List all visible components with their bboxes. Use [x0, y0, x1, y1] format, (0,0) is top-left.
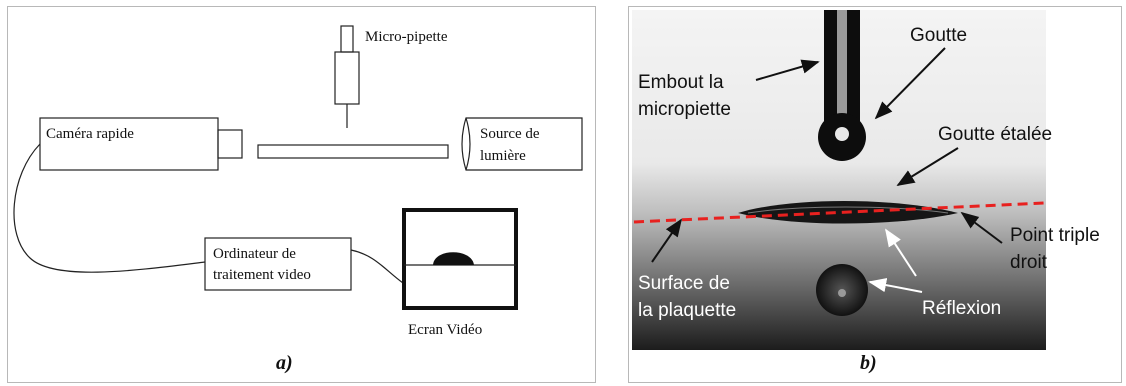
panel-b-photograph	[628, 6, 1122, 383]
micropipette	[334, 25, 360, 128]
video-screen	[402, 208, 518, 310]
panel-a-setup-schematic	[7, 6, 596, 383]
drop-highlight	[747, 206, 949, 214]
spread-drop-label: Goutte étalée	[938, 124, 1052, 145]
triple-point-label-1: Point triple	[1010, 225, 1100, 246]
tip-label-1: Embout la	[638, 72, 724, 93]
camera-label: Caméra rapide	[46, 126, 134, 142]
camera-cable	[13, 143, 206, 273]
tip-arrow	[755, 59, 820, 81]
computer-label-1: Ordinateur de	[213, 246, 296, 262]
computer-box	[204, 237, 352, 291]
panel-a-letter: a)	[276, 352, 293, 374]
panel-b-letter: b)	[860, 352, 877, 374]
contact-line	[633, 201, 1045, 224]
reflection-highlight	[838, 289, 846, 297]
drop-label: Goutte	[910, 25, 967, 46]
tip-label-2: micropiette	[638, 99, 731, 120]
computer-label-2: traitement video	[213, 267, 311, 283]
micropipette-tip	[818, 10, 866, 161]
spread-drop-arrow	[896, 147, 959, 186]
reflection-label: Réflexion	[922, 298, 1001, 319]
triple-point-arrow	[960, 211, 1003, 244]
surface-label-2: la plaquette	[638, 300, 736, 321]
triple-point-label-2: droit	[1010, 252, 1048, 273]
reflection-arrow	[868, 277, 923, 293]
reflection-arrow-2	[885, 228, 917, 277]
screen-label: Ecran Vidéo	[408, 322, 482, 338]
screen-cable	[350, 249, 404, 284]
surface-label-1: Surface de	[638, 273, 730, 294]
substrate-plate	[257, 144, 449, 159]
micropipette-label: Micro-pipette	[365, 29, 448, 45]
light-source-label-1: Source de	[480, 126, 540, 142]
light-source-label-2: lumière	[480, 148, 526, 164]
surface-arrow	[651, 218, 683, 263]
drop-arrow	[874, 47, 946, 120]
light-source	[461, 117, 583, 171]
